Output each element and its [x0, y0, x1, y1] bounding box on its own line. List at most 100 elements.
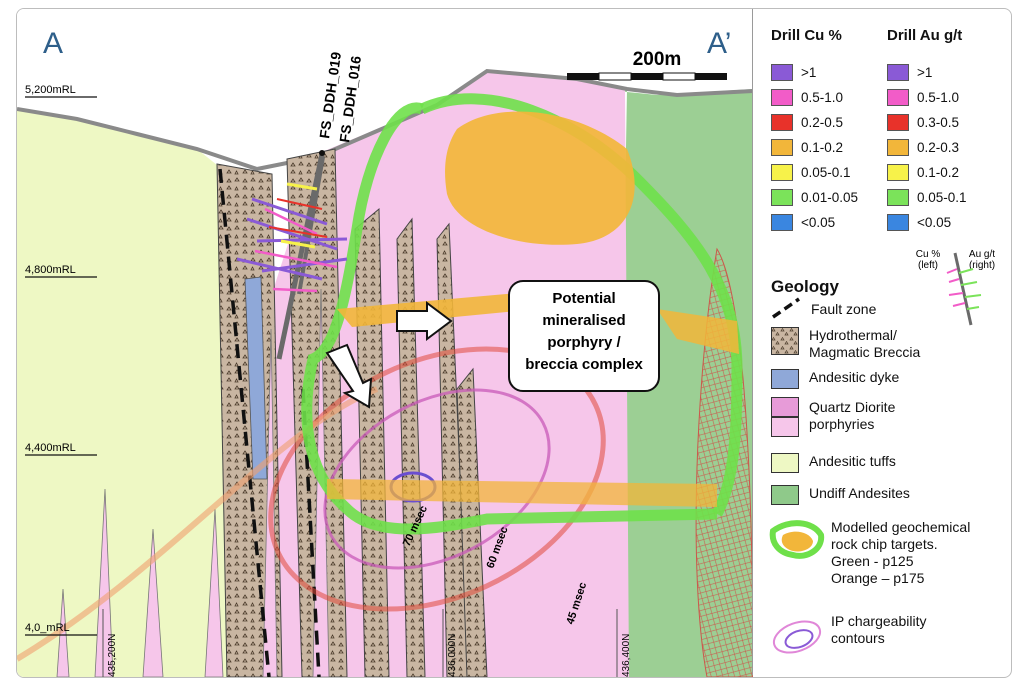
- drill-traces: [236, 150, 348, 360]
- geology-porphyry-row: Quartz Diorite porphyries: [771, 397, 895, 437]
- legend-au-label: >1: [917, 64, 933, 80]
- trace-key-cu: Cu % (left): [903, 249, 953, 271]
- legend-au-swatch: [887, 113, 909, 131]
- legend-au-swatch: [887, 138, 909, 156]
- legend-cu-label: 0.01-0.05: [801, 189, 859, 205]
- targets-label: Modelled geochemical rock chip targets. …: [831, 519, 971, 586]
- legend-cu-item: <0.05: [771, 213, 835, 231]
- geology-porphyry-label: Quartz Diorite porphyries: [809, 399, 896, 432]
- legend-au-label: 0.3-0.5: [917, 114, 960, 130]
- callout-line-3: porphyry /: [547, 334, 621, 351]
- legend-au-swatch: [887, 163, 909, 181]
- callout-arrow-right: [396, 301, 453, 341]
- legend-cu-label: 0.05-0.1: [801, 164, 851, 180]
- andesites-swatch: [771, 485, 799, 505]
- green-target-shell-upper: [419, 93, 743, 517]
- trace-key-cu-label: Cu %: [915, 249, 941, 260]
- breccia-zone-3: [354, 207, 390, 677]
- legend-cu-swatch: [771, 163, 793, 181]
- legend-au-item: 0.3-0.5: [887, 113, 959, 131]
- geology-fault-label: Fault zone: [811, 301, 877, 317]
- figure-frame: Potential mineralised porphyry / breccia…: [16, 8, 1012, 678]
- legend-cu-title: Drill Cu %: [771, 27, 842, 44]
- callout-line-4: breccia complex: [525, 356, 643, 373]
- rl-label-4000: 4,0_mRL: [25, 622, 70, 634]
- legend-au-item: 0.1-0.2: [887, 163, 959, 181]
- targets-icon: [769, 520, 825, 559]
- callout-box: [508, 280, 660, 392]
- rl-label-4400: 4,400mRL: [25, 442, 76, 454]
- legend-au-swatch: [887, 88, 909, 106]
- targets-row: Modelled geochemical rock chip targets. …: [769, 519, 970, 587]
- legend-au-label: <0.05: [917, 214, 952, 230]
- legend-au-item: <0.05: [887, 213, 951, 231]
- terrain-surface: [17, 68, 753, 172]
- callout-line-1: Potential: [552, 290, 615, 307]
- legend-cu-item: 0.01-0.05: [771, 188, 858, 206]
- legend-cu-label: >1: [801, 64, 817, 80]
- legend-cu-swatch: [771, 63, 793, 81]
- legend-cu-label: <0.05: [801, 214, 836, 230]
- ip-contour-60: [323, 388, 551, 570]
- legend-au-label: 0.1-0.2: [917, 164, 960, 180]
- ip-contour-tail: [17, 386, 379, 662]
- legend-au-swatch: [887, 213, 909, 231]
- porphyry-swatch-dark: [771, 397, 799, 417]
- legend-au-label: 0.2-0.3: [917, 139, 960, 155]
- geology-tuffs-label: Andesitic tuffs: [809, 453, 896, 469]
- scale-bar-label: 200m: [633, 49, 682, 70]
- rl-label-4800: 4,800mRL: [25, 264, 76, 276]
- dyke-swatch: [771, 369, 799, 389]
- legend-au-item: 0.2-0.3: [887, 138, 959, 156]
- ip-contour-45: [268, 346, 606, 612]
- legend-au-swatch: [887, 188, 909, 206]
- northing-436400: 436,400N: [621, 634, 632, 677]
- legend-cu-item: 0.2-0.5: [771, 113, 843, 131]
- green-target-shell: [301, 102, 718, 535]
- fault-zone-icon: [772, 297, 800, 319]
- scale-bar: 200m: [567, 49, 727, 81]
- geology-andesites-row: Undiff Andesites: [771, 485, 910, 505]
- rl-axis: 5,200mRL 4,800mRL 4,400mRL 4,0_mRL: [25, 84, 97, 636]
- legend-cu-label: 0.1-0.2: [801, 139, 844, 155]
- legend-cu-item: 0.1-0.2: [771, 138, 843, 156]
- legend-cu-swatch: [771, 188, 793, 206]
- ip-contours-icon: [772, 620, 822, 654]
- ip-label: IP chargeability contours: [831, 613, 927, 646]
- orange-target-upper: [445, 111, 635, 245]
- legend-panel: Drill Cu % Drill Au g/t >1 0.5-1.0 0.2-0…: [752, 9, 1011, 675]
- orange-target-right: [657, 309, 739, 354]
- legend-cu-label: 0.5-1.0: [801, 89, 844, 105]
- tuffs-swatch: [771, 453, 799, 473]
- geology-breccia-row: Hydrothermal/ Magmatic Breccia: [771, 327, 920, 361]
- section-label-left: A: [43, 27, 63, 60]
- legend-cu-item: >1: [771, 63, 816, 81]
- breccia-swatch: [771, 327, 799, 355]
- legend-au-item: >1: [887, 63, 932, 81]
- rl-label-5200: 5,200mRL: [25, 84, 76, 96]
- ip-row: IP chargeability contours: [769, 613, 926, 661]
- section-label-right: A’: [707, 27, 731, 60]
- geology-dyke-row: Andesitic dyke: [771, 369, 899, 389]
- legend-au-item: 0.05-0.1: [887, 188, 967, 206]
- legend-au-label: 0.5-1.0: [917, 89, 960, 105]
- trace-key-au-sub: (right): [968, 260, 996, 271]
- trace-key-icon: [946, 252, 982, 326]
- callout-arrow-down: [325, 343, 373, 409]
- geology-tuffs-row: Andesitic tuffs: [771, 453, 896, 473]
- andesitic-tuffs: [17, 109, 257, 677]
- callout-line-2: mineralised: [542, 312, 625, 329]
- porphyry-spikes: [56, 488, 224, 677]
- orange-target-lower: [327, 479, 717, 507]
- geology-andesites-label: Undiff Andesites: [809, 485, 910, 501]
- legend-cu-item: 0.5-1.0: [771, 88, 843, 106]
- legend-au-swatch: [887, 63, 909, 81]
- legend-au-title: Drill Au g/t: [887, 27, 963, 44]
- porphyry-swatch: [771, 417, 799, 437]
- legend-cu-swatch: [771, 213, 793, 231]
- andesitic-dyke: [244, 276, 268, 480]
- northing-axis: 435,200N 436,000N 436,400N: [102, 609, 632, 677]
- legend-cu-item: 0.05-0.1: [771, 163, 851, 181]
- legend-au-label: 0.05-0.1: [917, 189, 967, 205]
- northing-436000: 436,000N: [447, 634, 458, 677]
